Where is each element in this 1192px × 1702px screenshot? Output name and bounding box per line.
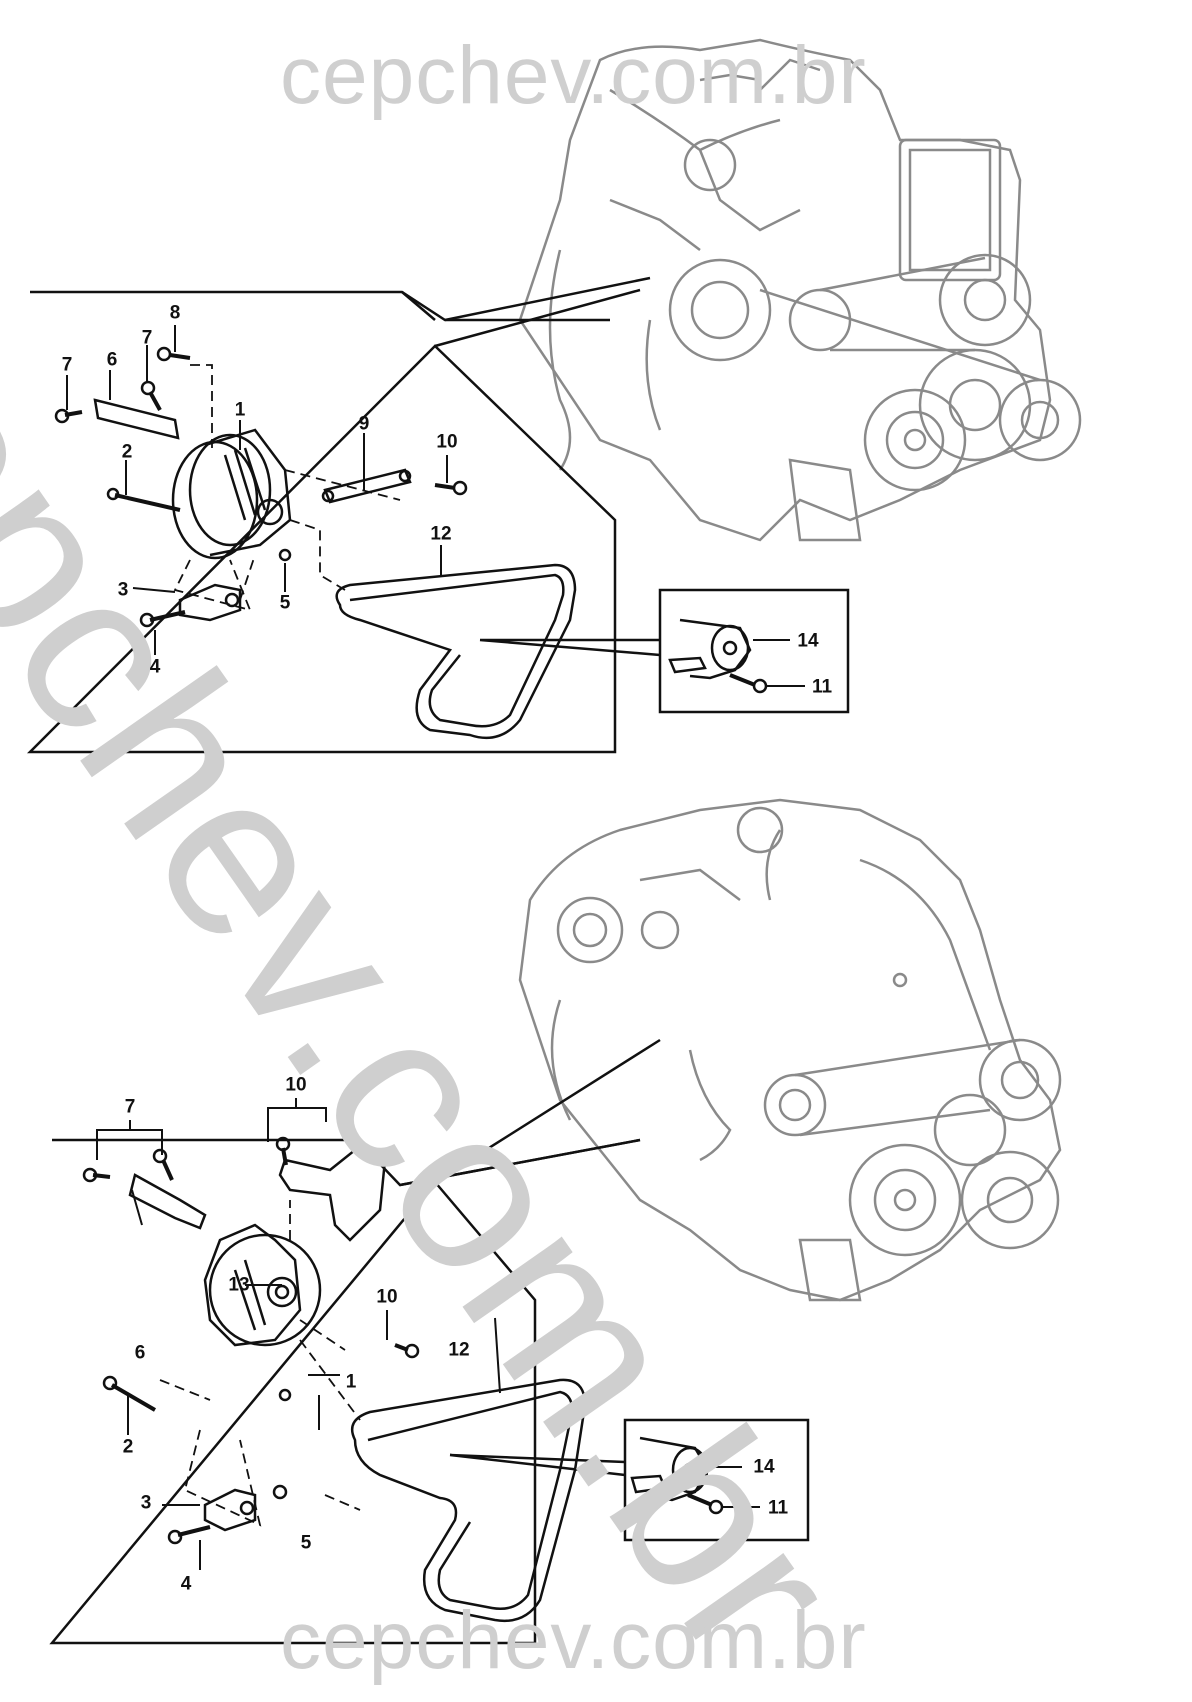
- callout-5: 5: [279, 592, 291, 614]
- callout-8: 8: [169, 302, 181, 324]
- callout-12: 12: [430, 523, 452, 545]
- watermark-top: cepchev.com.br: [280, 30, 867, 121]
- callout-11: 11: [811, 676, 833, 698]
- callout-2: 2: [122, 1436, 134, 1458]
- callout-14: 14: [797, 630, 819, 652]
- callout-14: 14: [753, 1456, 775, 1478]
- callout-2: 2: [121, 441, 133, 463]
- callout-10: 10: [436, 431, 458, 453]
- callout-1: 1: [345, 1371, 357, 1393]
- callout-5: 5: [300, 1532, 312, 1554]
- callout-7: 7: [141, 327, 153, 349]
- callout-4: 4: [180, 1573, 192, 1595]
- callout-12: 12: [448, 1339, 470, 1361]
- callout-7: 7: [61, 354, 73, 376]
- lower-detail-frame: [49, 1038, 810, 1645]
- callout-1: 1: [234, 399, 246, 421]
- callout-10: 10: [376, 1286, 398, 1308]
- callout-11: 11: [767, 1497, 789, 1519]
- callout-3: 3: [140, 1492, 152, 1514]
- watermark-bottom: cepchev.com.br: [280, 1595, 867, 1686]
- upper-engine-illustration: [518, 38, 1082, 542]
- lower-engine-illustration: [518, 798, 1062, 1302]
- callout-9: 9: [358, 413, 370, 435]
- callout-6: 6: [134, 1342, 146, 1364]
- callout-4: 4: [149, 656, 161, 678]
- lower-exploded-parts: [82, 1098, 760, 1623]
- callout-10: 10: [285, 1074, 307, 1096]
- callout-13: 13: [228, 1274, 250, 1296]
- callout-7: 7: [124, 1096, 136, 1118]
- callout-6: 6: [106, 349, 118, 371]
- upper-exploded-parts: [54, 325, 805, 740]
- callout-3: 3: [117, 579, 129, 601]
